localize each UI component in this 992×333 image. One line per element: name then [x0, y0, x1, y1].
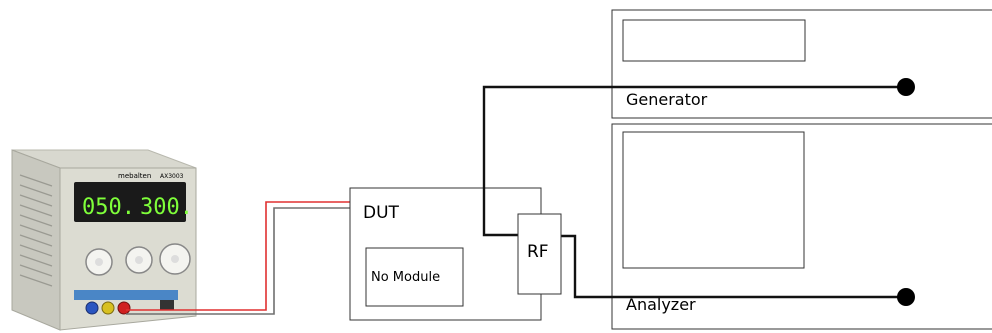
power-lead-positive [126, 201, 350, 311]
module-label: No Module [371, 270, 440, 285]
display-window [74, 182, 186, 222]
generator-port[interactable] [897, 78, 915, 96]
knob-cap [135, 256, 143, 264]
terminal-red [117, 301, 131, 315]
model-label: AX3003 [160, 173, 184, 180]
rf-module [517, 213, 562, 295]
terminal-blue [85, 301, 99, 315]
power-leads [126, 201, 350, 315]
power-lead-negative [126, 207, 350, 315]
generator-screen [622, 19, 806, 62]
brand-label: mebalten [118, 172, 151, 180]
analyzer-port[interactable] [897, 288, 915, 306]
dut-label: DUT [363, 203, 400, 223]
knob-cap [95, 258, 103, 266]
analyzer-screen [622, 131, 805, 269]
terminal-strip [74, 290, 178, 300]
vent-slots [19, 174, 53, 287]
knob-cap [171, 255, 179, 263]
terminal-ground [101, 301, 115, 315]
analyzer-cable [561, 234, 906, 299]
rf-label: RF [527, 242, 549, 262]
rf-cables [482, 78, 915, 306]
current-display: 300. [140, 195, 193, 220]
voltage-display: 050. [82, 195, 135, 220]
generator-cable [482, 85, 906, 237]
module-box [365, 247, 464, 307]
generator-label: Generator [626, 90, 708, 109]
power-switch[interactable] [160, 300, 174, 310]
analyzer-label: Analyzer [626, 295, 696, 314]
power-supply: mebalten AX3003 050. 300. [11, 149, 197, 331]
